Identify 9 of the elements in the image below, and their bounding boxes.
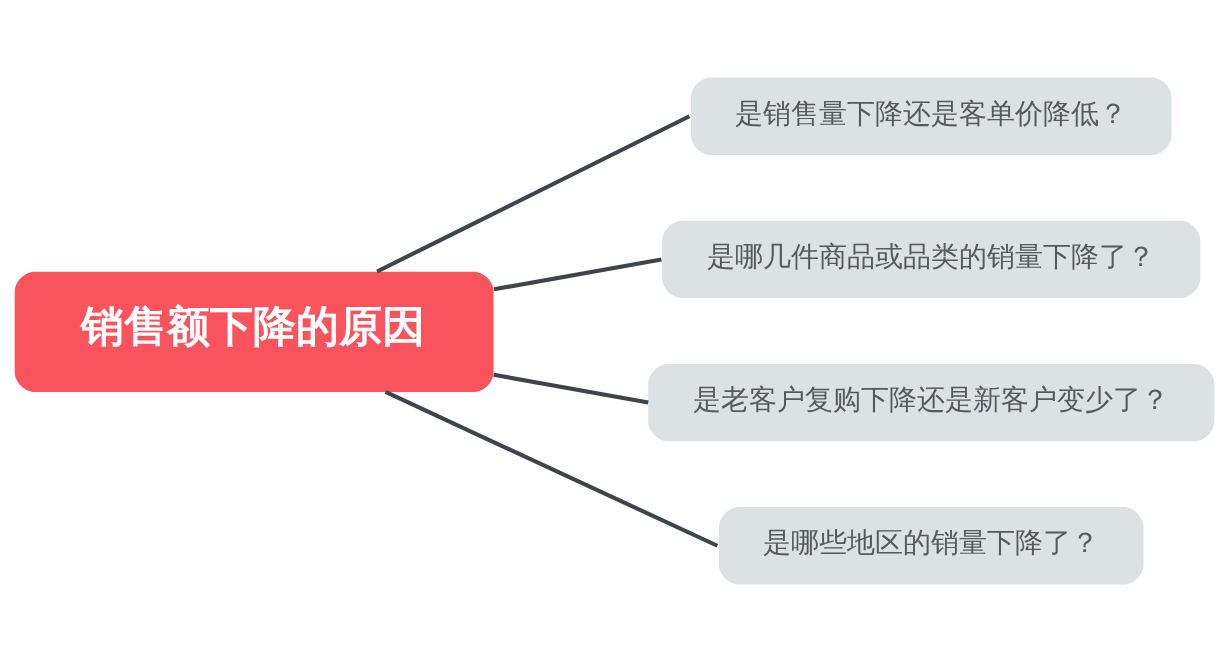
connector: [384, 389, 719, 548]
node-box: 销售额下降的原因: [14, 271, 494, 392]
node-box: 是哪几件商品或品类的销量下降了？: [662, 220, 1201, 298]
connector: [493, 256, 662, 291]
node-box: 是销售量下降还是客单价降低？: [691, 77, 1172, 155]
connector: [376, 113, 691, 273]
node-box: 是哪些地区的销量下降了？: [719, 506, 1144, 584]
node-box: 是老客户复购下降还是新客户变少了？: [648, 363, 1215, 441]
connector: [493, 372, 649, 405]
